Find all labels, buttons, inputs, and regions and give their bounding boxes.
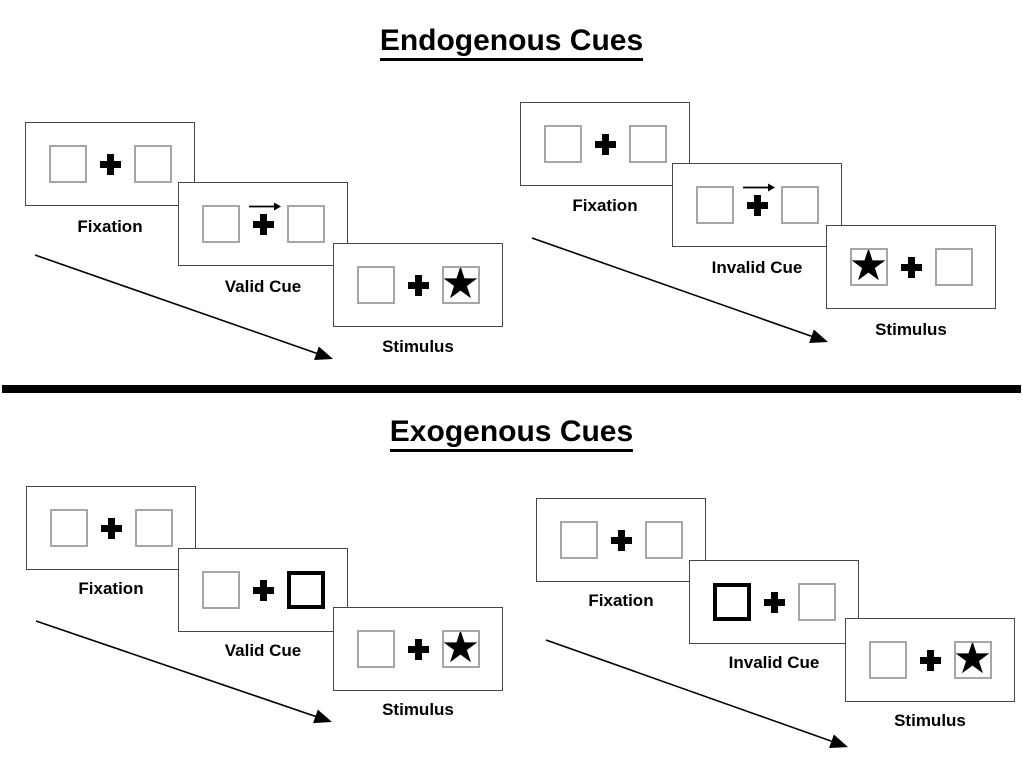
left-target-box: ★ <box>849 248 888 286</box>
right-placeholder-box <box>286 205 325 243</box>
right-highlighted-cue-box <box>286 571 325 609</box>
panel-label-fixation: Fixation <box>78 579 144 598</box>
panel-label-stimulus: Stimulus <box>382 337 454 356</box>
right-target-box: ★ <box>953 641 992 679</box>
panel-label-fixation: Fixation <box>77 217 143 236</box>
fixation-cross-icon <box>763 591 785 613</box>
right-placeholder-box <box>134 509 173 547</box>
left-placeholder-box <box>543 125 582 163</box>
left-placeholder-box <box>49 509 88 547</box>
fixation-center <box>100 517 122 539</box>
endogenous-title-text: Endogenous Cues <box>379 24 644 61</box>
fixation-cross-icon <box>252 213 274 235</box>
exo-invalid-cue-screen <box>689 560 859 644</box>
fixation-center <box>594 133 616 155</box>
left-placeholder-box <box>48 145 87 183</box>
endo-valid-cue-screen <box>178 182 348 266</box>
section-divider <box>2 385 1021 393</box>
right-arrow-cue-icon <box>742 183 775 191</box>
panel-label-invalid-cue: Invalid Cue <box>728 653 820 672</box>
star-stimulus-icon: ★ <box>849 248 888 286</box>
cue-center <box>742 183 775 216</box>
panel-label-fixation: Fixation <box>572 196 638 215</box>
fixation-cross-icon <box>746 194 768 216</box>
fixation-cross-icon <box>407 638 429 660</box>
fixation-center <box>252 579 274 601</box>
fixation-cross-icon <box>594 133 616 155</box>
right-placeholder-box <box>133 145 172 183</box>
panel-label-stimulus: Stimulus <box>875 320 947 339</box>
fixation-cross-icon <box>919 649 941 671</box>
right-placeholder-box <box>797 583 836 621</box>
fixation-cross-icon <box>900 256 922 278</box>
fixation-cross-icon <box>407 274 429 296</box>
endogenous-section-title: Endogenous Cues <box>0 24 1023 61</box>
endo-valid-stimulus-screen: ★ <box>333 243 503 327</box>
fixation-center <box>763 591 785 613</box>
panel-label-fixation: Fixation <box>588 591 654 610</box>
left-placeholder-box <box>201 205 240 243</box>
fixation-center <box>919 649 941 671</box>
fixation-center <box>407 274 429 296</box>
right-target-box: ★ <box>441 630 480 668</box>
fixation-cross-icon <box>99 153 121 175</box>
timeline-arrow-icon <box>35 620 333 724</box>
fixation-cross-icon <box>100 517 122 539</box>
timeline-arrow-icon <box>531 237 829 344</box>
panel-label-valid-cue: Valid Cue <box>224 277 302 296</box>
star-stimulus-icon: ★ <box>441 630 480 668</box>
fixation-center <box>99 153 121 175</box>
panel-label-stimulus: Stimulus <box>382 700 454 719</box>
exogenous-section-title: Exogenous Cues <box>0 415 1023 452</box>
exogenous-title-text: Exogenous Cues <box>389 415 634 452</box>
timeline-arrow-icon <box>545 639 849 748</box>
right-placeholder-box <box>934 248 973 286</box>
panel-label-valid-cue: Valid Cue <box>224 641 302 660</box>
exo-invalid-fixation-screen <box>536 498 706 582</box>
endo-invalid-cue-screen <box>672 163 842 247</box>
panel-label-stimulus: Stimulus <box>894 711 966 730</box>
left-placeholder-box <box>559 521 598 559</box>
right-placeholder-box <box>780 186 819 224</box>
timeline-arrow-icon <box>34 254 334 361</box>
exo-valid-cue-screen <box>178 548 348 632</box>
left-placeholder-box <box>201 571 240 609</box>
exo-invalid-stimulus-screen: ★ <box>845 618 1015 702</box>
left-placeholder-box <box>356 266 395 304</box>
panel-label-invalid-cue: Invalid Cue <box>711 258 803 277</box>
left-placeholder-box <box>868 641 907 679</box>
fixation-center <box>407 638 429 660</box>
right-placeholder-box <box>644 521 683 559</box>
star-stimulus-icon: ★ <box>953 641 992 679</box>
exo-valid-stimulus-screen: ★ <box>333 607 503 691</box>
cue-center <box>248 202 281 235</box>
fixation-cross-icon <box>252 579 274 601</box>
endo-invalid-fixation-screen <box>520 102 690 186</box>
left-highlighted-cue-box <box>712 583 751 621</box>
fixation-center <box>610 529 632 551</box>
fixation-center <box>900 256 922 278</box>
right-placeholder-box <box>628 125 667 163</box>
right-target-box: ★ <box>441 266 480 304</box>
left-placeholder-box <box>695 186 734 224</box>
left-placeholder-box <box>356 630 395 668</box>
star-stimulus-icon: ★ <box>441 266 480 304</box>
fixation-cross-icon <box>610 529 632 551</box>
endo-valid-fixation-screen <box>25 122 195 206</box>
right-arrow-cue-icon <box>248 202 281 210</box>
endo-invalid-stimulus-screen: ★ <box>826 225 996 309</box>
exo-valid-fixation-screen <box>26 486 196 570</box>
